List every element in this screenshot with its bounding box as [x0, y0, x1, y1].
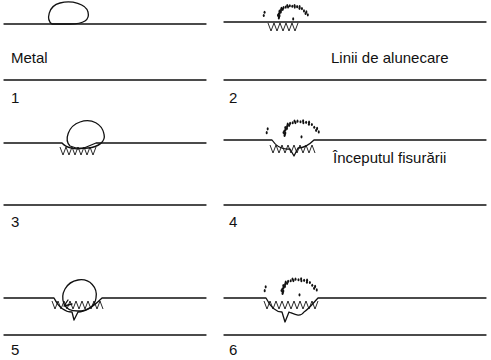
panel-number: 4	[228, 214, 238, 231]
droplet	[292, 121, 294, 124]
metal-surface	[4, 23, 206, 24]
droplet	[296, 5, 298, 8]
panel-number: 6	[228, 342, 238, 359]
droplet	[299, 120, 301, 123]
metal-bottom	[224, 204, 486, 205]
droplet	[286, 127, 288, 130]
droplet	[292, 279, 294, 282]
metal-bottom	[224, 79, 486, 80]
droplet	[294, 6, 296, 9]
callout-label: Începutul fisurării	[332, 150, 447, 167]
metal-bottom	[224, 334, 486, 335]
droplet	[291, 5, 293, 8]
callout-label: Linii de alunecare	[330, 50, 450, 67]
droplet	[265, 285, 267, 288]
droplet	[311, 284, 313, 287]
metal-bottom	[4, 204, 206, 205]
droplet	[280, 10, 282, 13]
slip-lines	[52, 301, 103, 309]
droplet	[263, 14, 265, 17]
droplet	[298, 293, 300, 296]
droplet	[287, 5, 289, 8]
droplet	[303, 279, 305, 282]
droplet	[311, 123, 313, 126]
droplet	[267, 127, 269, 130]
droplet	[301, 7, 303, 10]
droplet	[286, 282, 288, 285]
slip-lines	[268, 23, 298, 31]
droplet	[264, 11, 266, 14]
droplet	[282, 289, 284, 292]
panel-number: 3	[10, 214, 20, 231]
slip-lines	[270, 145, 315, 153]
droplet	[284, 131, 286, 134]
droplet	[306, 281, 308, 284]
droplet	[264, 289, 266, 292]
droplet	[309, 281, 311, 284]
droplet	[313, 287, 315, 290]
droplet	[303, 9, 305, 12]
droplet	[278, 14, 280, 17]
slip-lines	[264, 301, 318, 309]
metal-surface	[4, 298, 206, 320]
droplet	[302, 121, 304, 124]
droplet	[297, 278, 299, 281]
droplet	[296, 120, 298, 123]
metal-surface	[224, 298, 486, 322]
panel-number: 2	[228, 90, 238, 107]
droplet	[300, 279, 302, 282]
droplet	[294, 121, 296, 124]
droplet	[289, 4, 291, 7]
metal-surface	[4, 143, 206, 149]
metal-bottom	[4, 334, 206, 335]
slip-lines	[60, 147, 96, 155]
droplet	[288, 124, 290, 127]
droplet	[300, 135, 302, 138]
droplet	[308, 123, 310, 126]
droplet	[305, 121, 307, 124]
droplet	[292, 17, 294, 20]
bubble	[67, 121, 104, 149]
droplet	[298, 7, 300, 10]
droplet	[282, 8, 284, 11]
droplet	[294, 278, 296, 281]
droplet	[318, 130, 320, 133]
bubble	[49, 2, 89, 24]
panel-number: 5	[10, 342, 20, 359]
droplet	[315, 129, 317, 132]
metal-bottom	[4, 79, 206, 80]
droplet	[266, 131, 268, 134]
droplet	[284, 285, 286, 288]
material-label: Metal	[10, 50, 49, 67]
panel-number: 1	[10, 90, 20, 107]
droplet	[313, 126, 315, 129]
droplet	[316, 288, 318, 291]
droplet	[285, 6, 287, 9]
droplet	[290, 279, 292, 282]
droplet	[307, 13, 309, 16]
metal-surface	[224, 21, 486, 22]
droplet	[305, 12, 307, 15]
